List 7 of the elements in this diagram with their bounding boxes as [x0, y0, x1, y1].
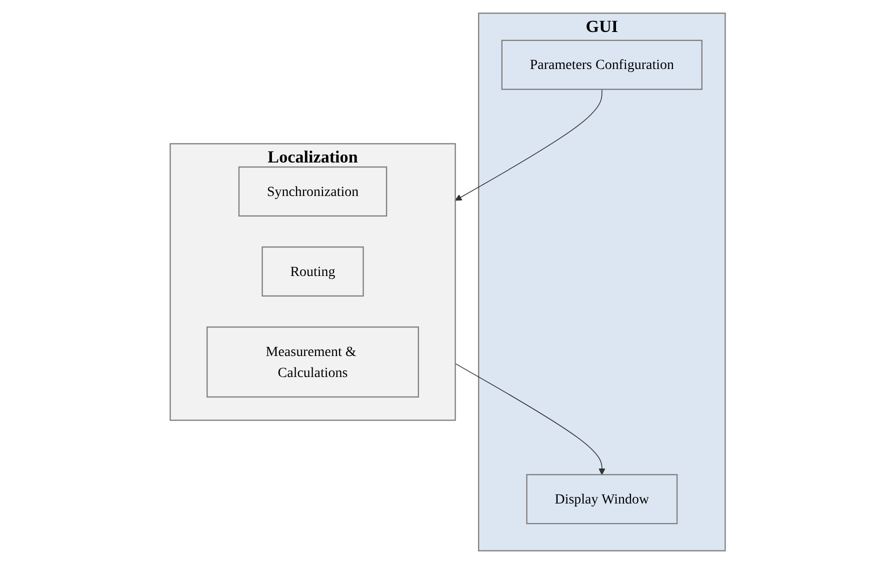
node-box: Measurement & Calculations — [206, 326, 420, 398]
node-box: Routing — [262, 246, 364, 296]
node-box: Parameters Configuration — [502, 39, 703, 90]
arrow — [455, 362, 606, 474]
node-box: Display Window — [526, 474, 678, 524]
arrow — [455, 88, 603, 200]
node-box: Synchronization — [238, 166, 388, 216]
